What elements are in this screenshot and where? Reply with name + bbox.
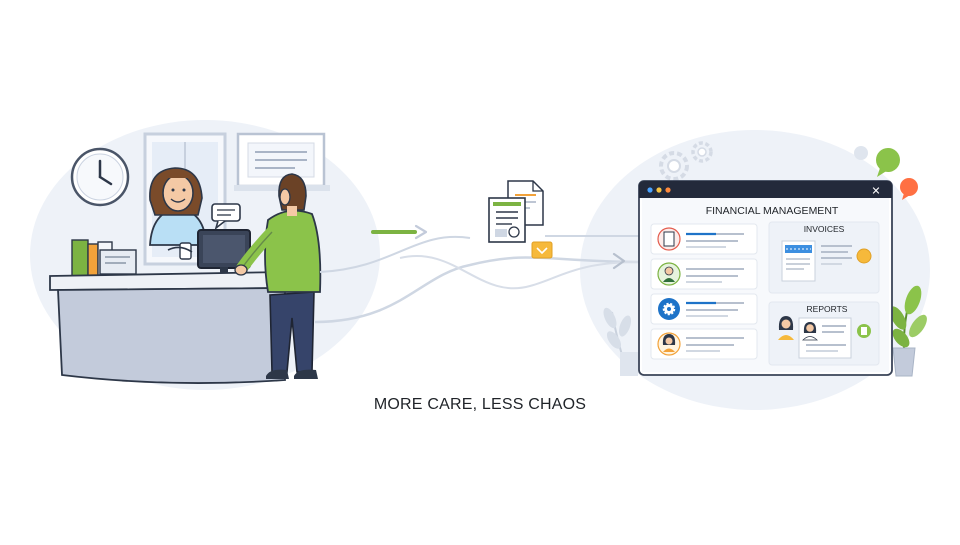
green-chat-bubble-icon [876,148,900,177]
document-stack-icon [488,180,544,243]
person-icon [662,334,676,352]
plant-right-icon [889,285,927,377]
app-title: FINANCIAL MANAGEMENT [706,205,839,217]
dot-decoration [854,146,868,160]
speech-bubble-icon [211,203,241,231]
invoices-title: INVOICES [804,224,845,234]
person-icon [802,322,818,341]
person-icon [778,316,794,340]
coin-icon [856,248,872,264]
person-icon [663,266,675,282]
window-dot-blue[interactable] [647,187,653,193]
financial-management-window: ✕ FINANCIAL MANAGEMENT [638,180,893,376]
clock-icon [70,147,130,207]
notice-board [234,132,330,191]
list-item-person-2[interactable] [650,328,758,360]
close-icon[interactable]: ✕ [871,185,880,198]
document-icon [663,231,675,247]
envelope-icon [531,241,553,259]
list-item-document[interactable] [650,223,758,255]
red-chat-bubble-icon [900,178,918,200]
tagline-caption: MORE CARE, LESS CHAOS [373,396,587,413]
visitor-figure [234,173,322,379]
window-dot-orange[interactable] [665,187,671,193]
gears-icon [659,141,713,181]
binders [71,239,137,277]
reception-desk [49,271,286,384]
invoices-panel[interactable]: INVOICES [768,221,880,294]
reports-title: REPORTS [807,304,848,314]
list-item-settings[interactable] [650,293,758,325]
desk-monitor [197,229,251,275]
plant-left-icon [603,307,638,376]
list-item-person-1[interactable] [650,258,758,290]
flow-lines [314,224,641,324]
receptionist-figure [149,167,207,260]
reports-panel[interactable]: REPORTS [768,301,880,366]
window-dot-yellow[interactable] [656,187,662,193]
reception-scene [49,132,330,384]
